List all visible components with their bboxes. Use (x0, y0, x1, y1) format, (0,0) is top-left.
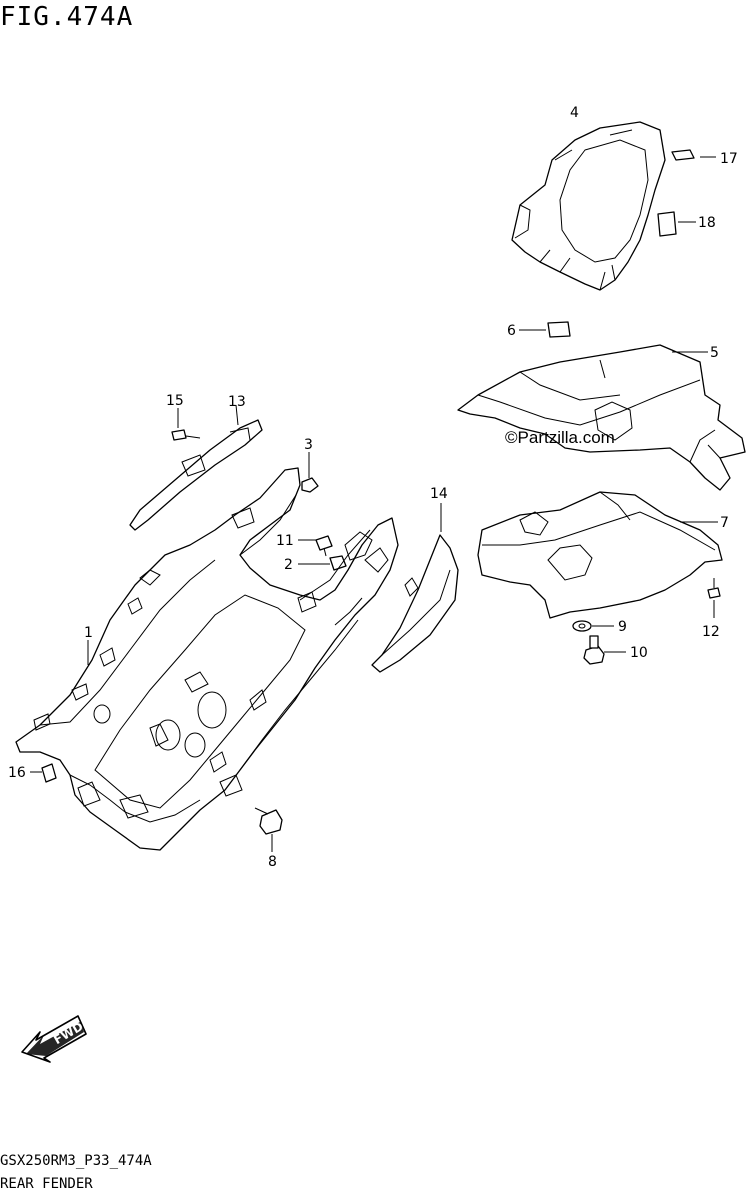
callout-8: 8 (268, 854, 277, 870)
figure-code: GSX250RM3_P33_474A (0, 1153, 152, 1169)
part-8-bolt (254, 807, 283, 852)
callout-16: 16 (8, 765, 26, 781)
callout-17: 17 (720, 151, 738, 167)
part-17-clip (671, 149, 716, 161)
callout-7: 7 (720, 515, 729, 531)
part-9-washer (572, 620, 614, 632)
part-2-nut (298, 555, 347, 571)
callout-9: 9 (618, 619, 627, 635)
callout-3: 3 (304, 437, 313, 453)
callout-14: 14 (430, 486, 448, 502)
part-5-tail-cover (457, 344, 746, 491)
callout-15: 15 (166, 393, 184, 409)
part-11-screw (298, 535, 333, 557)
part-1-rear-fender (15, 467, 399, 851)
callout-18: 18 (698, 215, 716, 231)
part-4-rear-cover (511, 121, 666, 291)
part-18-pad (657, 211, 696, 237)
callout-11: 11 (276, 533, 294, 549)
part-10-bolt (583, 635, 626, 665)
figure-title: FIG.474A (0, 2, 134, 32)
callout-4: 4 (570, 105, 579, 121)
part-14-side-panel (371, 503, 459, 673)
callout-5: 5 (710, 345, 719, 361)
watermark-text: ©Partzilla.com (505, 428, 615, 447)
fwd-arrow-icon: FWD (21, 1015, 87, 1063)
callout-10: 10 (630, 645, 648, 661)
part-6-label (519, 321, 571, 338)
callout-13: 13 (228, 394, 246, 410)
part-7-inner-cover (477, 491, 723, 619)
callout-2: 2 (284, 557, 293, 573)
figure-name: REAR FENDER (0, 1176, 93, 1192)
part-3-bolt (301, 452, 319, 493)
callout-6: 6 (507, 323, 516, 339)
part-15-screw (171, 408, 201, 441)
part-12-screw (707, 578, 721, 618)
part-16-clip-nut (30, 763, 57, 783)
callout-12: 12 (702, 624, 720, 640)
callout-1: 1 (84, 625, 93, 641)
part-13-strap (129, 404, 263, 531)
